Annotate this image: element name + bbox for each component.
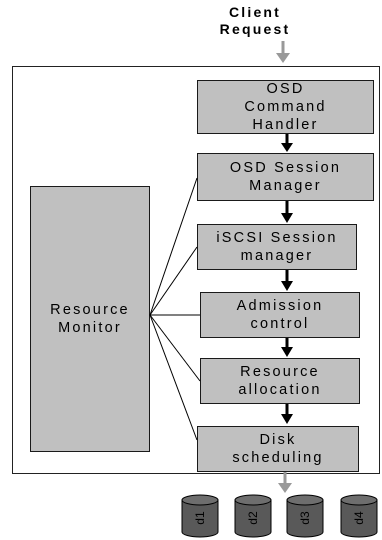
client-request-line-2: Request — [219, 21, 291, 37]
disk-label: d3 — [298, 511, 312, 525]
disk-top — [181, 494, 219, 506]
flow-arrow-1 — [281, 134, 293, 152]
resource-monitor-line-2: Monitor — [58, 320, 122, 336]
connector-disk-scheduling — [149, 314, 198, 441]
stage-3-line-1: iSCSI Session — [216, 229, 338, 246]
disk-label: d1 — [193, 511, 207, 525]
disk-body — [286, 499, 324, 538]
output-arrow — [278, 472, 292, 493]
resource-monitor-line-1: Resource — [50, 301, 130, 318]
stage-resource-allocation: Resource allocation — [200, 358, 360, 404]
stage-2-line-1: OSD Session — [229, 159, 342, 176]
stage-5-line-2: allocation — [238, 382, 322, 398]
stage-4-line-2: control — [250, 316, 310, 332]
disk-d2: d2 — [234, 494, 272, 538]
flow-arrow-3 — [281, 270, 293, 291]
client-request-line-1: Client — [228, 4, 282, 20]
connector-allocation — [149, 314, 201, 382]
stage-5-line-1: Resource — [240, 363, 320, 380]
disk-group: d1 d2 d3 d4 — [181, 494, 378, 538]
disk-d1: d1 — [181, 494, 219, 538]
client-request-label: Client Request — [200, 4, 310, 38]
disk-body — [340, 499, 378, 538]
connector-osd-session — [149, 177, 198, 316]
stage-2-line-2: Manager — [249, 178, 322, 194]
disk-body — [181, 499, 219, 538]
stage-6-line-1: Disk — [259, 431, 297, 448]
disk-d4: d4 — [340, 494, 378, 538]
stage-4-line-1: Admission — [236, 297, 324, 314]
disk-top — [234, 494, 272, 506]
stage-6-line-2: scheduling — [232, 450, 324, 466]
disk-d3: d3 — [286, 494, 324, 538]
flow-arrow-4 — [281, 338, 293, 357]
disk-top — [340, 494, 378, 506]
flow-arrow-2 — [281, 201, 293, 223]
input-arrow — [276, 41, 290, 63]
disk-label: d2 — [246, 511, 260, 525]
flow-arrow-5 — [281, 404, 293, 424]
monitor-connectors — [149, 177, 201, 441]
stage-admission-control: Admission control — [200, 292, 360, 338]
stage-1-line-1: OSD — [266, 80, 305, 97]
stage-disk-scheduling: Disk scheduling — [197, 426, 359, 472]
stage-3-line-2: manager — [240, 248, 314, 264]
disk-body — [234, 499, 272, 538]
disk-top — [286, 494, 324, 506]
connector-iscsi-session — [149, 246, 198, 316]
disk-label: d4 — [352, 511, 366, 525]
resource-monitor-box: Resource Monitor — [30, 186, 150, 452]
stage-iscsi-session-manager: iSCSI Session manager — [197, 224, 357, 270]
stage-1-line-3: Handler — [252, 117, 319, 134]
stage-1-line-2: Command — [244, 98, 327, 115]
